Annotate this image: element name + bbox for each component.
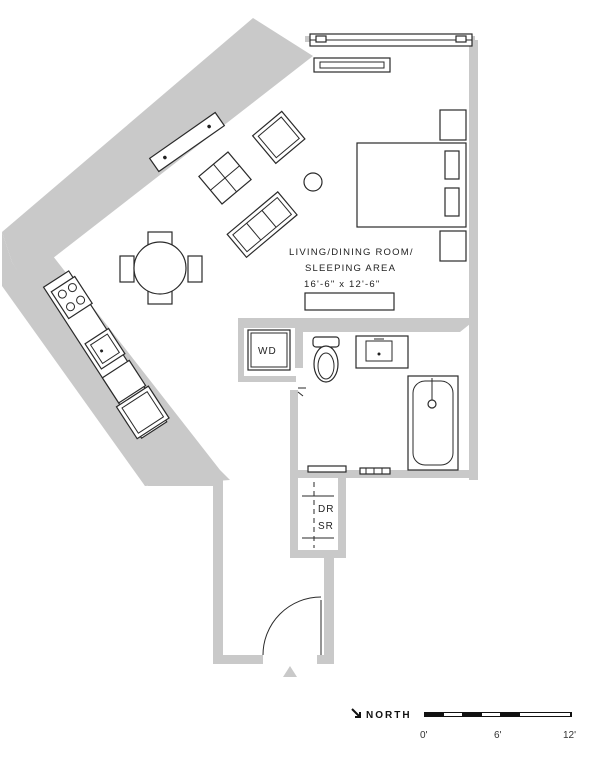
- wall-east: [469, 40, 478, 480]
- nightstand-bottom: [439, 230, 467, 262]
- scale-tick-6: 6': [494, 730, 502, 741]
- wall-closet-bottom: [290, 550, 346, 558]
- north-arrow-icon: [351, 708, 361, 718]
- dining-chair-right: [187, 255, 203, 283]
- door-swing: [262, 596, 322, 656]
- kitchen-sink: [84, 327, 126, 370]
- dishwasher: [101, 359, 147, 404]
- wall-corridor-top-left: [148, 478, 223, 486]
- entry-arrow-icon: [283, 666, 297, 677]
- washer-dryer: WD: [247, 329, 291, 371]
- side-table: [303, 172, 323, 192]
- scale-tick-0: 0': [420, 730, 428, 741]
- closets: DR SR: [302, 482, 334, 548]
- wd-label: WD: [258, 346, 277, 357]
- sofa: [226, 191, 298, 259]
- cooktop: [50, 275, 94, 320]
- nightstand-top: [439, 109, 467, 141]
- window: [309, 33, 473, 73]
- room-name-line1: LIVING/DINING ROOM/: [289, 247, 414, 258]
- kitchen: [42, 270, 170, 440]
- armchair: [251, 110, 306, 165]
- scale-tick-12: 12': [563, 730, 576, 741]
- hvac-unit: [313, 57, 391, 73]
- wall-closet-east: [338, 478, 346, 558]
- wall-northwest: [2, 18, 313, 276]
- closet-sr-label: SR: [318, 521, 334, 532]
- wall-wd-left: [238, 318, 244, 382]
- wall-bath-west-lower: [290, 390, 298, 478]
- wall-corridor-west: [213, 478, 223, 664]
- wall-corridor-bottom-right: [317, 655, 334, 664]
- wall-bath-left: [295, 318, 303, 368]
- pillow-bottom: [444, 187, 460, 217]
- bench: [148, 111, 226, 173]
- dining-table: [133, 241, 187, 295]
- dining-chair-left: [119, 255, 135, 283]
- room-dimensions: 16'-6" x 12'-6": [304, 279, 380, 290]
- north-label: NORTH: [366, 710, 412, 721]
- wall-corridor-bottom-left: [213, 655, 263, 664]
- refrigerator: [115, 385, 170, 440]
- wall-corridor-east: [324, 556, 334, 664]
- bath-radiator: [359, 467, 391, 475]
- toilet-bowl: [313, 345, 339, 383]
- scale-bar: 0' 6' 12': [420, 712, 576, 741]
- pillow-top: [444, 150, 460, 180]
- room-name-line2: SLEEPING AREA: [305, 263, 396, 274]
- entry-door: [262, 596, 322, 677]
- compass: NORTH: [351, 708, 412, 721]
- bath-door: [297, 387, 306, 397]
- bathroom: [297, 335, 459, 475]
- bathtub: [407, 375, 459, 471]
- wall-corridor-east-upper: [290, 478, 298, 558]
- media-console: [304, 292, 395, 311]
- closet-dr-label: DR: [318, 504, 334, 515]
- living-furniture: [119, 109, 467, 311]
- wall-wd-bottom: [238, 376, 296, 382]
